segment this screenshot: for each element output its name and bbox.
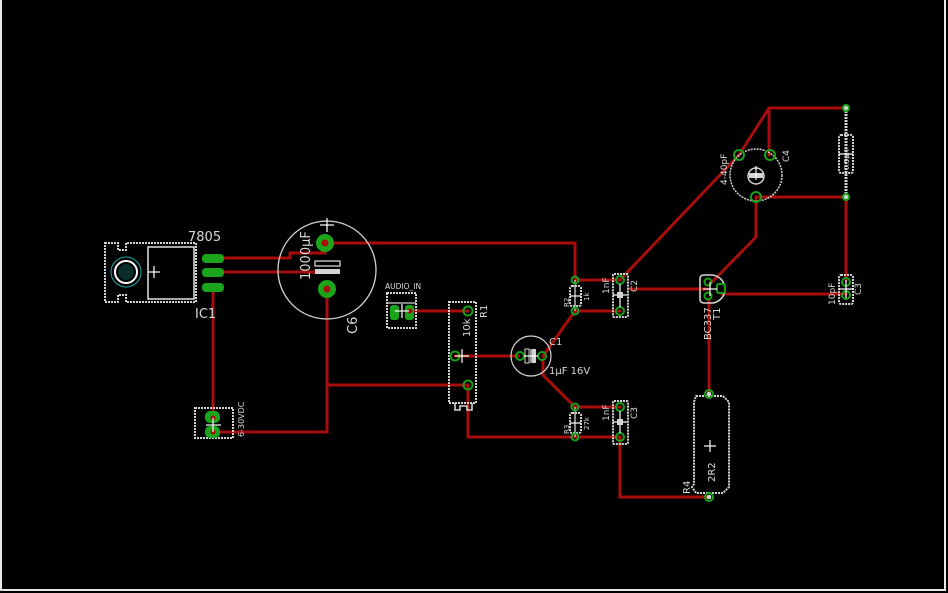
r2-value-label: 1k — [583, 292, 591, 301]
ic1-name-label: IC1 — [195, 307, 216, 322]
r3-name-label: R3 — [563, 425, 571, 434]
c3-right-name-label: C3 — [854, 283, 864, 295]
c3-lower-capacitor[interactable]: 1nF C3 — [602, 400, 640, 445]
c3-lower-value-label: 1nF — [602, 404, 612, 421]
c4-pad-2[interactable] — [764, 149, 776, 161]
r2-pad-1[interactable] — [570, 275, 580, 285]
c4-pad-1[interactable] — [733, 149, 745, 161]
c6-name-label: C6 — [346, 317, 361, 334]
r1-name-label: R1 — [479, 305, 490, 318]
c3-right-capacitor[interactable]: 10pF C3 — [828, 274, 864, 305]
r2-pad-2[interactable] — [570, 306, 580, 316]
l1-value-label: 0.5µH — [843, 149, 851, 170]
c3-lower-name-label: C3 — [630, 407, 640, 419]
t1-pad-b[interactable] — [703, 291, 713, 301]
l1-inductor[interactable]: 0.5µH — [838, 104, 854, 201]
r4-resistor[interactable]: 2R2 R4 — [682, 389, 730, 502]
audio-in-connector[interactable]: AUDIO_IN — [385, 282, 421, 329]
c6-value-label: 1000µF — [299, 231, 314, 280]
r3-resistor[interactable]: R3 27k — [563, 402, 591, 442]
t1-pad-c[interactable] — [703, 277, 713, 287]
c2-value-label: 1nF — [602, 277, 612, 294]
ic1-pad-2[interactable] — [202, 268, 224, 277]
c2-name-label: C2 — [630, 280, 640, 292]
r3-value-label: 27k — [583, 416, 591, 430]
t1-transistor[interactable]: BC337 T1 — [699, 274, 726, 340]
ic1-value-label: 7805 — [188, 230, 221, 245]
t1-name-label: T1 — [712, 308, 723, 321]
trace-c1-r2 — [540, 308, 578, 359]
audio-in-pad-1[interactable] — [390, 305, 399, 320]
trace-c6-r2 — [323, 241, 577, 282]
power-connector[interactable]: 6-30VDC — [194, 401, 246, 439]
trace-ic1-c6-top — [211, 251, 327, 260]
r2-name-label: R2 — [563, 298, 571, 307]
c3-right-value-label: 10pF — [828, 283, 838, 305]
c2-capacitor[interactable]: 1nF C2 — [602, 273, 640, 318]
r4-value-label: 2R2 — [707, 462, 718, 482]
r4-name-label: R4 — [682, 481, 693, 494]
t1-value-label: BC337 — [703, 307, 714, 340]
power-connector-label: 6-30VDC — [237, 401, 246, 437]
c4-trimmer-capacitor[interactable]: 4-40pF C4 — [720, 148, 792, 203]
r1-pad-3[interactable] — [462, 379, 474, 391]
c1-capacitor[interactable]: C1 1µF 16V — [510, 335, 590, 377]
c1-name-label: C1 — [549, 337, 562, 348]
trace-c3-r4 — [618, 435, 711, 499]
r1-value-label: 10k — [462, 318, 473, 337]
ic1-regulator[interactable]: 7805 IC1 — [104, 230, 224, 322]
trace-c2-c4 — [617, 106, 848, 283]
r1-pad-1[interactable] — [462, 305, 474, 317]
r3-pad-1[interactable] — [570, 402, 580, 412]
trace-t1-c4 — [709, 195, 758, 285]
r4-pad-1[interactable] — [704, 389, 714, 399]
c6-capacitor[interactable]: 1000µF C6 — [277, 218, 377, 334]
r3-pad-2[interactable] — [570, 432, 580, 442]
r1-potentiometer[interactable]: 10k R1 — [448, 301, 490, 411]
audio-in-label: AUDIO_IN — [385, 282, 421, 291]
c4-name-label: C4 — [782, 150, 792, 162]
trace-c1-r3 — [541, 358, 578, 410]
trace-power-c6 — [211, 285, 329, 434]
r4-pad-2[interactable] — [704, 492, 714, 502]
traces — [211, 106, 848, 499]
ic1-pad-3[interactable] — [202, 283, 224, 292]
c4-value-label: 4-40pF — [720, 154, 730, 185]
ic1-pad-1[interactable] — [202, 254, 224, 263]
c1-value-label: 1µF 16V — [549, 366, 590, 377]
c4-pad-3[interactable] — [750, 191, 762, 203]
trace-r1-c3 — [466, 383, 622, 439]
r2-resistor[interactable]: R2 1k — [563, 275, 591, 316]
